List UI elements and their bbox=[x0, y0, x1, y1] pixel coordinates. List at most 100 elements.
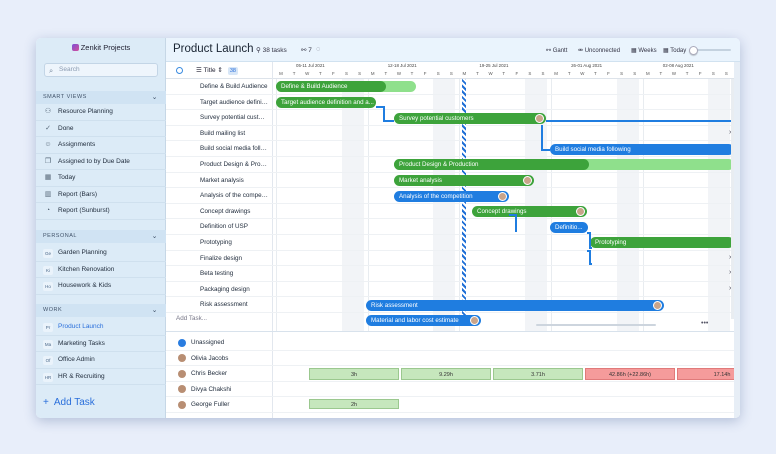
gantt-bar[interactable]: Prototyping bbox=[590, 237, 734, 249]
chevron-down-icon[interactable]: ⌄ bbox=[151, 307, 158, 314]
gantt-bar[interactable]: Market analysis bbox=[394, 174, 534, 186]
dependency-line bbox=[541, 149, 550, 151]
avatar bbox=[178, 354, 186, 362]
table-row[interactable]: Definition of USP bbox=[166, 219, 734, 235]
chevron-right-icon[interactable]: › bbox=[729, 285, 731, 292]
resource-icon: ⚇ bbox=[44, 108, 52, 115]
task-title[interactable]: Risk assessment bbox=[200, 301, 248, 309]
gantt-label: Gantt bbox=[552, 48, 568, 54]
table-row[interactable]: Packaging design › bbox=[166, 282, 734, 298]
sidebar-item-report-sunburst[interactable]: ◔Report (Sunburst) bbox=[36, 203, 166, 220]
today-button[interactable]: ▦ Today bbox=[663, 47, 686, 54]
chevron-right-icon[interactable]: › bbox=[729, 269, 731, 276]
gantt-bar[interactable]: Risk assessment bbox=[366, 299, 664, 311]
dependency-line bbox=[589, 247, 592, 249]
gantt-bar[interactable]: Survey potential customers bbox=[394, 112, 546, 124]
gantt-bar[interactable]: Target audience definition and a... bbox=[276, 96, 376, 108]
comments-icon[interactable]: ◌ bbox=[316, 46, 321, 53]
table-row[interactable]: Market analysis bbox=[166, 173, 734, 189]
table-row[interactable]: Risk assessment bbox=[166, 297, 734, 313]
sidebar-item-assigned-by-due-date[interactable]: ❐Assigned to by Due Date bbox=[36, 154, 166, 170]
workload-cell[interactable]: 3.71h bbox=[493, 368, 583, 380]
table-row[interactable]: Build mailing list › bbox=[166, 126, 734, 142]
week-label: 26-01 Aug 2021 bbox=[571, 63, 603, 68]
member-count[interactable]: ⚯ 7 bbox=[301, 46, 312, 54]
task-title[interactable]: Survey potential customers bbox=[200, 114, 268, 122]
chevron-right-icon[interactable]: › bbox=[729, 254, 731, 261]
table-row[interactable]: Analysis of the competition bbox=[166, 188, 734, 204]
gantt-bar[interactable]: Analysis of the competition bbox=[394, 190, 509, 202]
task-count[interactable]: ⚲ 38 tasks bbox=[256, 46, 287, 54]
section-work[interactable]: WORK⌄ bbox=[36, 304, 166, 317]
task-title[interactable]: Prototyping bbox=[200, 239, 232, 246]
gantt-bar[interactable]: Product Design & Production bbox=[394, 159, 589, 171]
table-row[interactable]: Product Design & Production bbox=[166, 157, 734, 173]
section-smart-views[interactable]: SMART VIEWS⌄ bbox=[36, 91, 166, 104]
table-row[interactable]: Finalize design › bbox=[166, 251, 734, 267]
table-row[interactable]: Prototyping bbox=[166, 235, 734, 251]
task-title[interactable]: Analysis of the competition bbox=[200, 192, 268, 200]
workload-cell[interactable]: 3h bbox=[309, 368, 399, 380]
table-row[interactable]: Define & Build Audience bbox=[166, 79, 734, 95]
sidebar-item-assignments[interactable]: ☺Assignments bbox=[36, 137, 166, 154]
task-title[interactable]: Market analysis bbox=[200, 176, 244, 184]
task-title[interactable]: Build mailing list bbox=[200, 129, 246, 137]
vertical-scrollbar[interactable] bbox=[731, 79, 734, 319]
sidebar-item-today[interactable]: ▦Today bbox=[36, 170, 166, 187]
gantt-bar[interactable]: Define & Build Audience bbox=[276, 81, 386, 93]
workload-cell[interactable]: 9.29h bbox=[401, 368, 491, 380]
task-title[interactable]: Beta testing bbox=[200, 270, 234, 278]
more-icon[interactable]: ••• bbox=[701, 320, 709, 327]
chevron-down-icon[interactable]: ⌄ bbox=[151, 94, 158, 101]
sidebar-item-label: Housework & Kids bbox=[58, 282, 112, 289]
workload-cell-overbooked[interactable]: 17.14h bbox=[677, 368, 740, 380]
task-title[interactable]: Packaging design bbox=[200, 285, 250, 293]
title-column-header[interactable]: ☰ Title ⇕38 bbox=[196, 66, 238, 75]
gantt-bar[interactable]: Definitio... bbox=[550, 221, 588, 233]
task-title[interactable]: Finalize design bbox=[200, 254, 243, 262]
task-title[interactable]: Concept drawings bbox=[200, 207, 251, 215]
sort-icon[interactable]: ⇕ bbox=[217, 67, 223, 74]
table-row[interactable]: Target audience definition and a... bbox=[166, 95, 734, 111]
chevron-right-icon[interactable]: › bbox=[729, 129, 731, 136]
table-row[interactable]: Beta testing › bbox=[166, 266, 734, 282]
task-title[interactable]: Build social media following bbox=[200, 145, 268, 153]
table-row[interactable]: Concept drawings bbox=[166, 204, 734, 220]
search-input[interactable]: ⌕Search bbox=[44, 63, 158, 77]
task-title[interactable]: Definition of USP bbox=[200, 223, 248, 231]
gantt-bar[interactable]: Concept drawings bbox=[472, 206, 587, 218]
sidebar-item-done[interactable]: ✓Done bbox=[36, 121, 166, 137]
weeks-button[interactable]: ▦ Weeks bbox=[631, 47, 657, 54]
select-all-checkbox[interactable] bbox=[176, 67, 183, 74]
workload-cell-overbooked[interactable]: 42.86h (+22.86h) bbox=[585, 368, 675, 380]
zoom-slider-knob[interactable] bbox=[689, 45, 698, 55]
sidebar-item-label: HR & Recruiting bbox=[58, 372, 105, 380]
workspace-abbr: Ge bbox=[43, 249, 53, 258]
add-task-row[interactable]: Add Task... bbox=[176, 315, 208, 322]
unconnected-button[interactable]: ⚮ Unconnected bbox=[578, 47, 620, 54]
table-row[interactable]: Survey potential customers bbox=[166, 110, 734, 126]
task-title[interactable]: Product Design & Production bbox=[200, 161, 268, 168]
chevron-down-icon[interactable]: ⌄ bbox=[151, 233, 158, 240]
section-title: PERSONAL bbox=[43, 233, 77, 239]
task-title[interactable]: Target audience definition and a... bbox=[200, 98, 268, 106]
gantt-view-button[interactable]: ⚯ Gantt bbox=[546, 47, 567, 54]
sidebar-item-report-bars[interactable]: ▥Report (Bars) bbox=[36, 187, 166, 203]
sidebar-item-resource-planning[interactable]: ⚇Resource Planning bbox=[36, 104, 166, 121]
gantt-bar[interactable]: Build social media following bbox=[550, 143, 734, 155]
workspace-abbr: Pr bbox=[43, 323, 53, 332]
task-title[interactable]: Define & Build Audience bbox=[200, 83, 268, 90]
add-task-button[interactable]: +Add Task bbox=[43, 397, 100, 408]
horizontal-scrollbar[interactable] bbox=[536, 324, 656, 326]
workload-cell[interactable]: 2h bbox=[309, 399, 399, 409]
zoom-slider[interactable] bbox=[689, 45, 731, 55]
section-personal[interactable]: PERSONAL ⌄ bbox=[36, 230, 166, 243]
gantt-bar[interactable]: Material and labor cost estimate bbox=[366, 315, 481, 327]
